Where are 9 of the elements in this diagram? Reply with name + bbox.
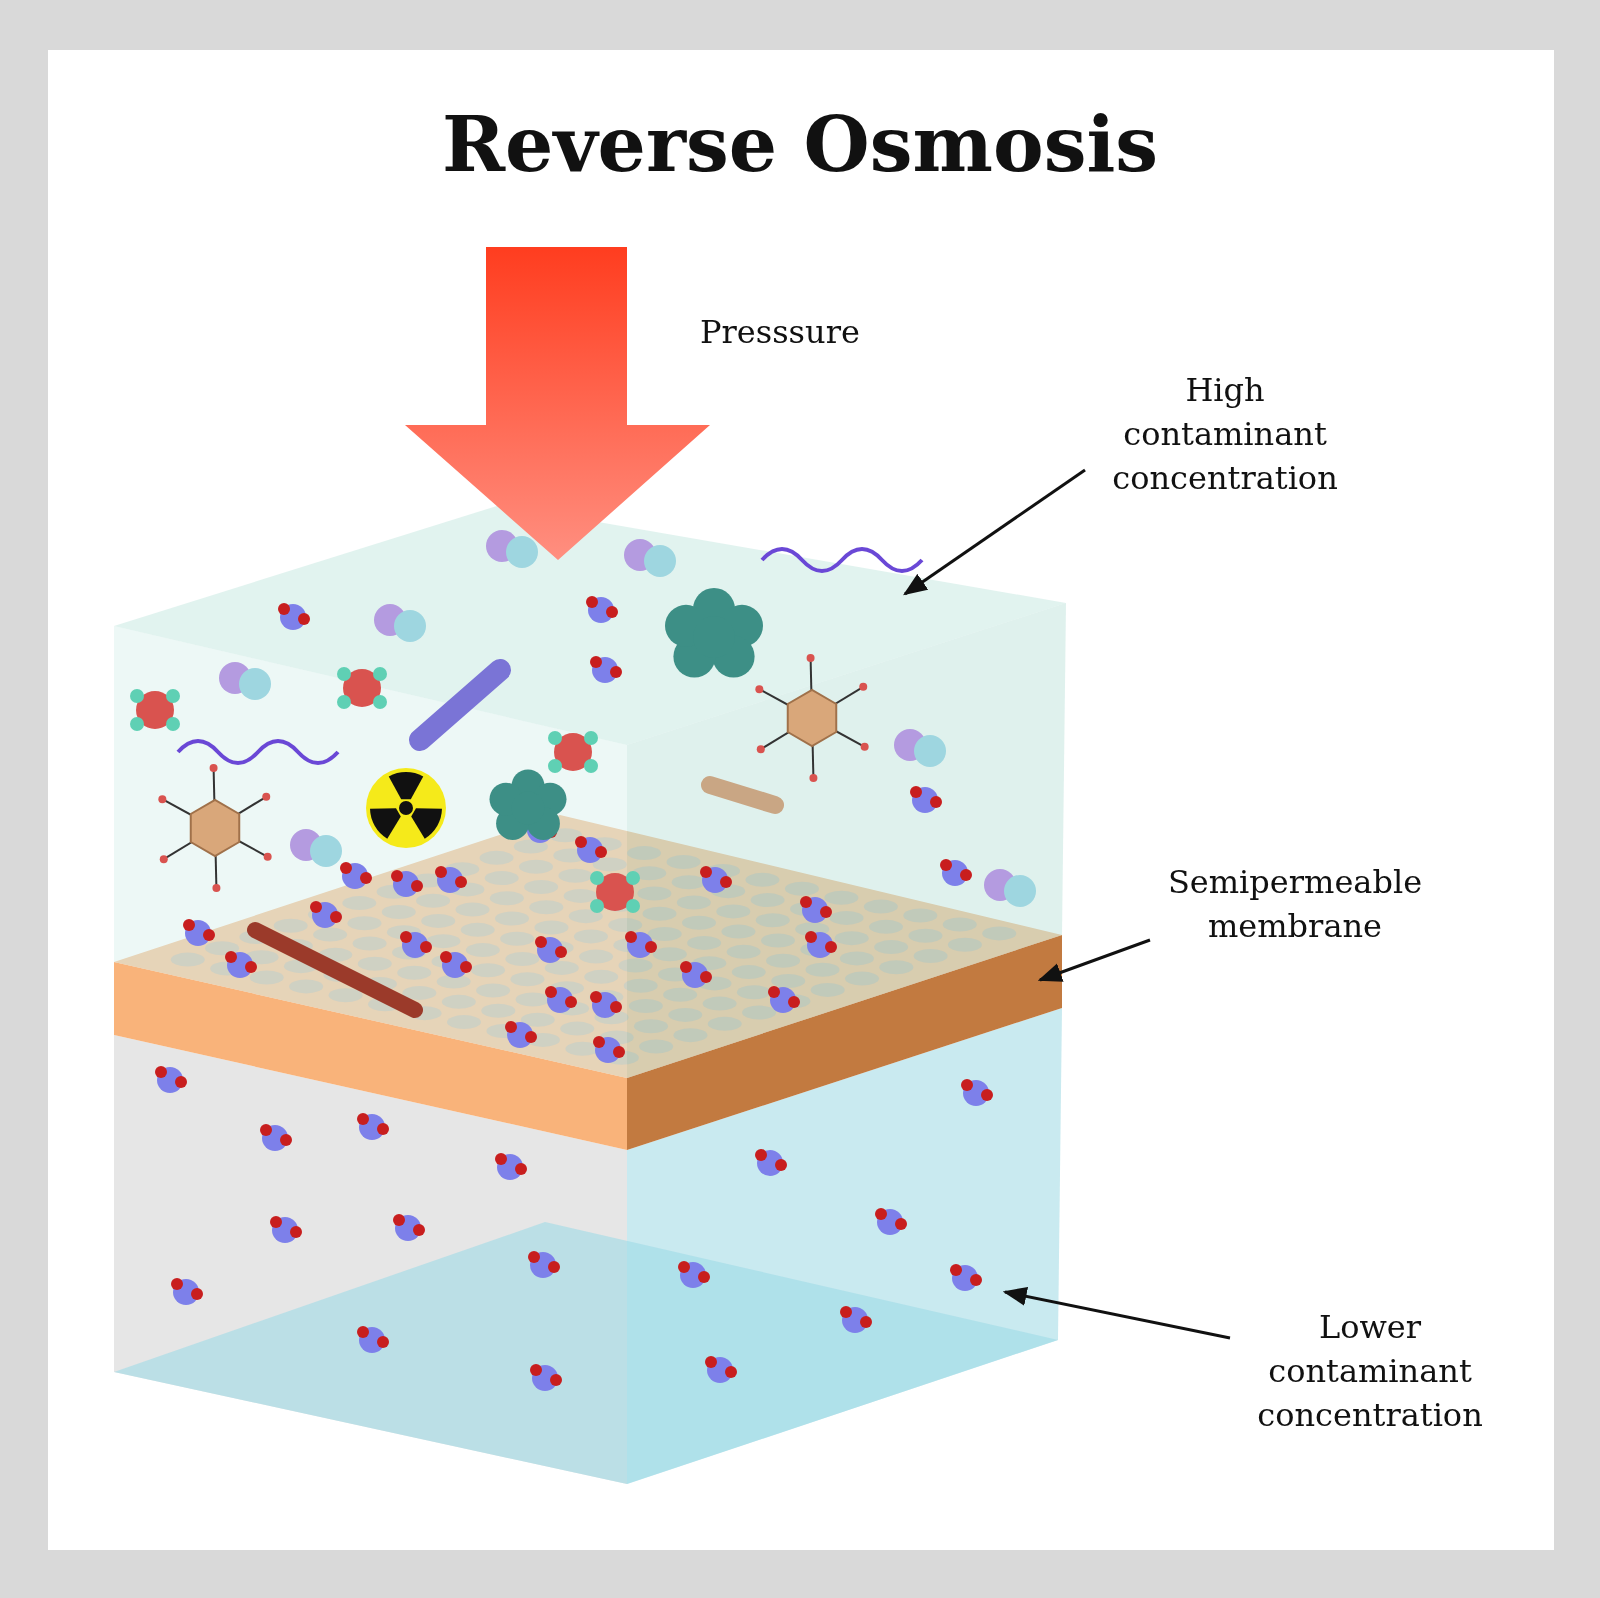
permeate-water-chamber bbox=[114, 1008, 1062, 1484]
title: Reverse Osmosis bbox=[440, 99, 1160, 191]
leader-line bbox=[903, 468, 1086, 596]
callout-label: High contaminant concentration bbox=[1085, 368, 1365, 500]
leader-line bbox=[1037, 938, 1151, 982]
callout-label: Semipermeable membrane bbox=[1150, 860, 1440, 948]
callout-label: Lower contaminant concentration bbox=[1230, 1305, 1510, 1437]
pressure-label: Presssure bbox=[700, 312, 861, 353]
leader-line bbox=[1002, 1286, 1231, 1340]
